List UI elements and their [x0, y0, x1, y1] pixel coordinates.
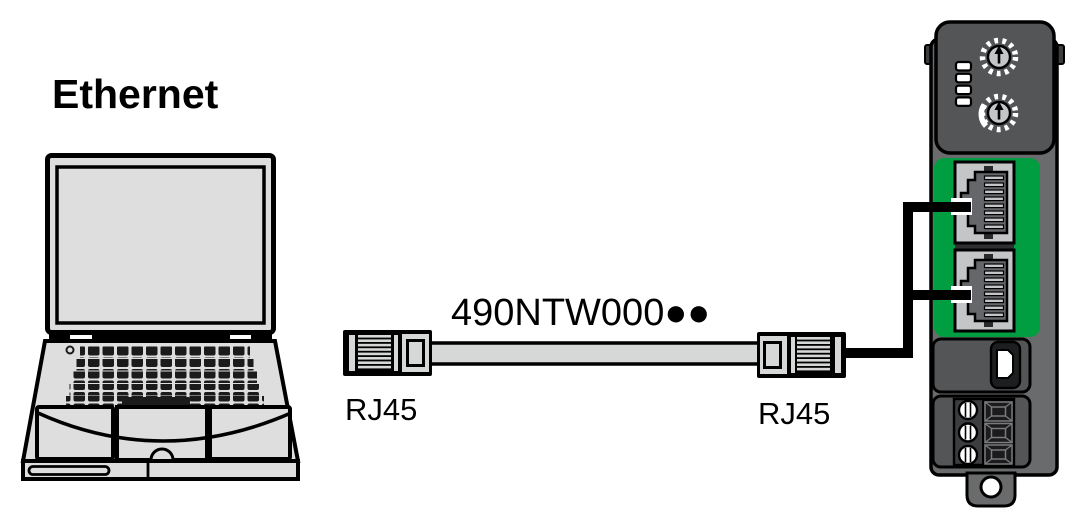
touchpad-button-notch: [149, 447, 175, 461]
screw-terminal-block-icon: [931, 394, 1032, 469]
port-separator: [955, 243, 1014, 250]
laptop-front-slot: [27, 465, 111, 476]
ethernet-cable-icon: [343, 330, 846, 378]
mounting-hole: [979, 475, 1003, 499]
line-to-port-2: [903, 290, 971, 300]
laptop-icon: [20, 153, 301, 481]
line-vertical: [903, 202, 913, 358]
status-led-indicators: [954, 60, 973, 108]
mini-usb-port-icon: [931, 337, 1032, 394]
laptop-screen: [55, 165, 266, 325]
laptop-front-edge: [21, 459, 300, 481]
rj45-label-left: RJ45: [345, 392, 418, 427]
cable-part-number-label: 490NTW000●●: [451, 292, 711, 334]
terminal-screw-1: [957, 399, 979, 421]
laptop-spacebar: [122, 397, 190, 406]
ethernet-module-icon: [924, 20, 1065, 508]
connection-lines: [844, 202, 971, 358]
laptop-seam-arc: [37, 411, 292, 443]
module-top-panel: [934, 20, 1056, 155]
rotary-switch-bottom-icon: [978, 97, 1015, 130]
rj45-connector-left-icon: [343, 330, 432, 376]
ethernet-title: Ethernet: [52, 71, 219, 117]
terminal-screw-3: [957, 444, 979, 466]
terminal-screw-2: [957, 422, 979, 443]
laptop-palmrest-right: [208, 405, 292, 461]
laptop-hinges: [49, 330, 272, 341]
cable-body: [426, 341, 766, 366]
mounting-tab-icon: [965, 471, 1017, 508]
rj45-connector-right-icon: [757, 332, 846, 378]
laptop-keyboard-keys: [65, 345, 264, 407]
rj45-label-right: RJ45: [758, 396, 831, 431]
line-cable-to-junction: [844, 348, 913, 358]
line-to-port-1: [903, 202, 971, 212]
